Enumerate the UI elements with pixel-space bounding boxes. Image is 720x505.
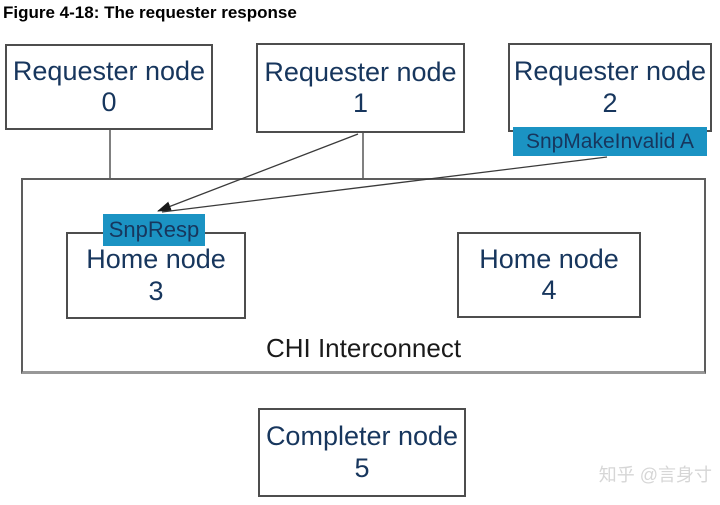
node-home-4: Home node 4	[457, 232, 641, 318]
node-requester-0: Requester node 0	[5, 44, 213, 130]
figure-title: Figure 4-18: The requester response	[3, 3, 297, 22]
zhihu-watermark: 知乎 @言身寸	[598, 465, 712, 485]
node-home-3: Home node 3	[66, 232, 246, 319]
node-completer-5: Completer node 5	[258, 408, 466, 497]
chi-interconnect-label: CHI Interconnect	[265, 333, 462, 363]
node-requester-2: Requester node 2	[508, 43, 712, 132]
snp-make-invalid-label: SnpMakeInvalid A	[513, 127, 707, 156]
snp-resp-label: SnpResp	[103, 214, 205, 246]
node-requester-1: Requester node 1	[256, 43, 465, 133]
